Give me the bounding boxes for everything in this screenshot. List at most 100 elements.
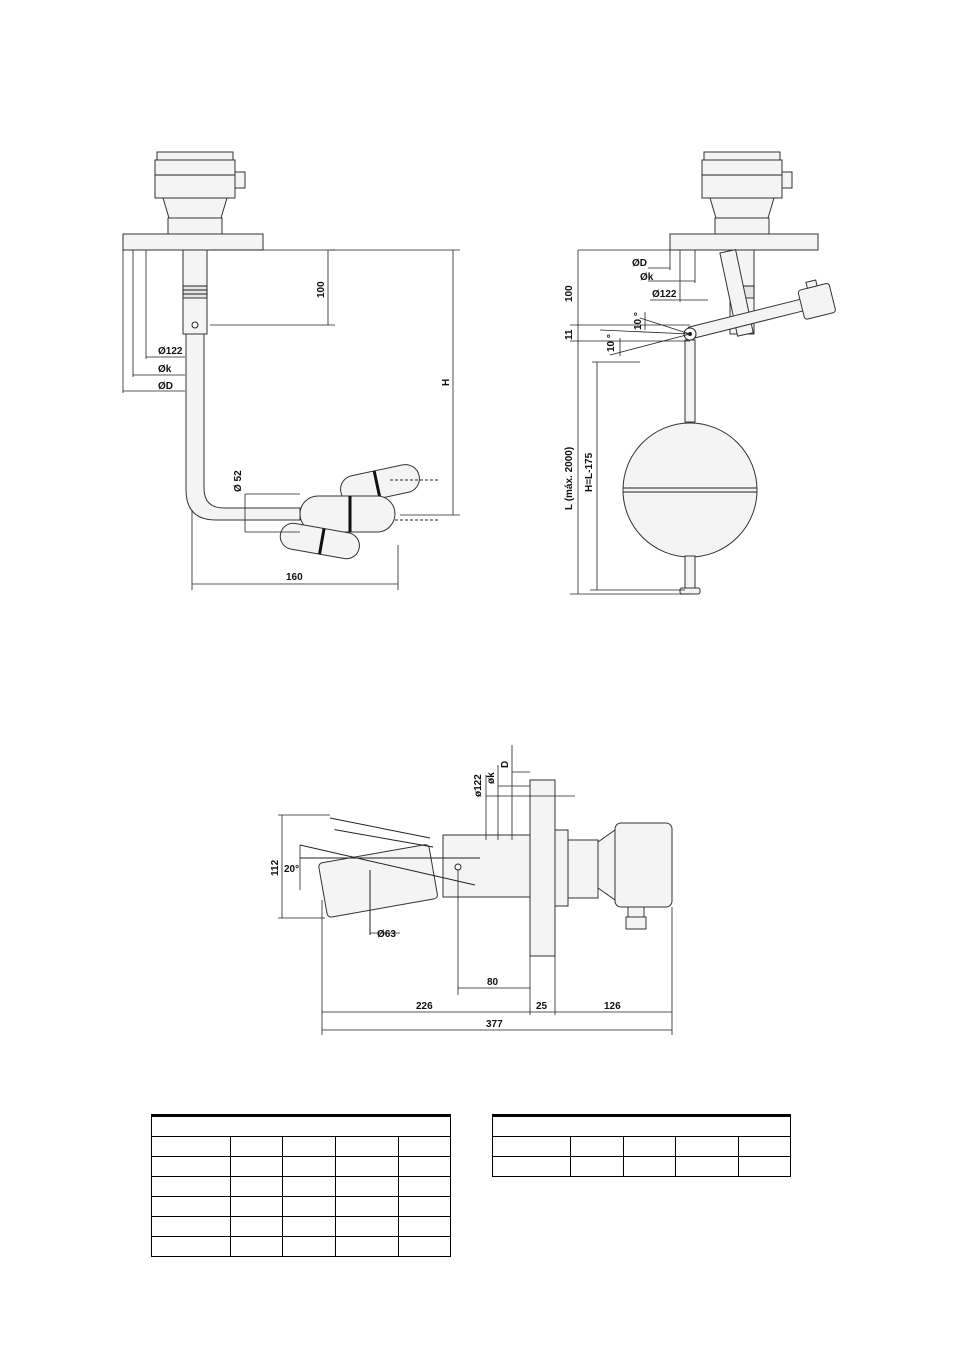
dim-a10b-right: 10 °	[606, 334, 617, 352]
flange	[669, 233, 819, 251]
stem-thread	[182, 285, 208, 299]
cable-gland-icon	[781, 171, 793, 189]
ball-rod	[684, 339, 696, 423]
table-cell	[335, 1196, 400, 1217]
dim-a10a-right: 10 °	[633, 312, 644, 330]
dim-h11-right: 11	[564, 329, 575, 340]
housing-body	[701, 159, 783, 199]
dim-d122-left: Ø122	[158, 346, 183, 357]
table-cell	[282, 1136, 337, 1157]
table-cell	[492, 1156, 571, 1177]
dim-h112-bottom: 112	[270, 859, 281, 876]
table-cell	[335, 1176, 400, 1197]
dim-dk-left: Øk	[158, 364, 172, 375]
table-cell	[398, 1196, 451, 1217]
float-upper	[340, 464, 420, 504]
table-cell	[150, 1176, 232, 1197]
dim-dD-right: ØD	[632, 258, 647, 269]
housing-cap	[703, 151, 781, 161]
dim-D-bottom: D	[500, 761, 511, 768]
dim-w377-bottom: 377	[486, 1019, 503, 1030]
table-cell	[230, 1236, 284, 1257]
table-cell	[622, 1156, 676, 1177]
dim-w25-bottom: 25	[536, 1001, 548, 1012]
housing-cap	[156, 151, 234, 161]
table-cell	[230, 1216, 284, 1237]
table-cell	[150, 1216, 232, 1237]
stem	[442, 834, 531, 898]
spec-table-right	[492, 1114, 792, 1177]
housing-collar	[714, 217, 770, 235]
float-lower	[279, 522, 360, 560]
table-row	[492, 1156, 792, 1177]
table-cell	[335, 1136, 400, 1157]
float-cylinder-ghost	[334, 829, 434, 848]
cable-gland-icon	[627, 906, 645, 918]
dim-dk-right: Øk	[640, 272, 654, 283]
table-cell	[398, 1136, 451, 1157]
table-cell	[282, 1216, 337, 1237]
table-cell	[230, 1136, 284, 1157]
table-row	[492, 1136, 792, 1157]
table-row	[150, 1156, 451, 1177]
bent-rod	[185, 333, 301, 521]
stem-lower	[182, 297, 208, 335]
table-row	[150, 1216, 451, 1237]
table-cell	[230, 1176, 284, 1197]
flange	[122, 233, 264, 251]
pivot-hole-icon	[191, 321, 199, 329]
dim-h100-left: 100	[316, 281, 327, 298]
housing-collar	[567, 839, 599, 899]
table-cell	[674, 1156, 739, 1177]
dim-a20-bottom: 20°	[284, 864, 299, 875]
table-cell	[150, 1156, 232, 1177]
table-cell	[150, 1236, 232, 1257]
housing-neck	[597, 829, 616, 901]
table-row	[150, 1236, 451, 1257]
dim-d122-right: Ø122	[652, 289, 677, 300]
table-row	[150, 1136, 451, 1157]
housing-neck	[162, 197, 228, 219]
stem-upper	[182, 249, 208, 287]
float-middle	[299, 495, 396, 533]
housing-body	[154, 159, 236, 199]
table-cell	[492, 1136, 571, 1157]
table-cell	[569, 1136, 624, 1157]
table-cell	[150, 1196, 232, 1217]
table-cell	[230, 1156, 284, 1177]
table-cell	[398, 1236, 451, 1257]
right-drawing-ball-float	[570, 151, 836, 595]
bottom-drawing-side-mount	[278, 745, 673, 1035]
table-cell	[398, 1156, 451, 1177]
table-cell	[282, 1196, 337, 1217]
housing-body	[614, 822, 673, 908]
table-cell	[398, 1216, 451, 1237]
table-row	[150, 1176, 451, 1197]
table-cell	[335, 1236, 400, 1257]
table-cell	[398, 1176, 451, 1197]
dim-w126-bottom: 126	[604, 1001, 621, 1012]
table-cell	[335, 1156, 400, 1177]
cable-gland-icon	[234, 171, 246, 189]
lever-arm	[687, 279, 836, 340]
table-cell	[282, 1236, 337, 1257]
counterweight	[797, 283, 836, 320]
table-cell	[282, 1176, 337, 1197]
left-drawing-float-switch	[122, 151, 460, 590]
dim-H-right: H=L-175	[584, 452, 595, 492]
table-cell	[674, 1136, 739, 1157]
table-header-cell	[492, 1114, 791, 1137]
dim-H-left: H	[441, 379, 452, 386]
table-cell	[569, 1156, 624, 1177]
table-header-cell	[151, 1114, 451, 1137]
housing-collar	[167, 217, 223, 235]
dim-h100-right: 100	[564, 285, 575, 302]
dim-w160-left: 160	[286, 572, 303, 583]
ball-float	[622, 422, 758, 558]
table-cell	[150, 1136, 232, 1157]
spec-table-left	[150, 1114, 451, 1257]
float-cylinder	[318, 844, 438, 918]
pivot-icon	[454, 863, 462, 871]
cable-gland-nut	[625, 916, 647, 930]
